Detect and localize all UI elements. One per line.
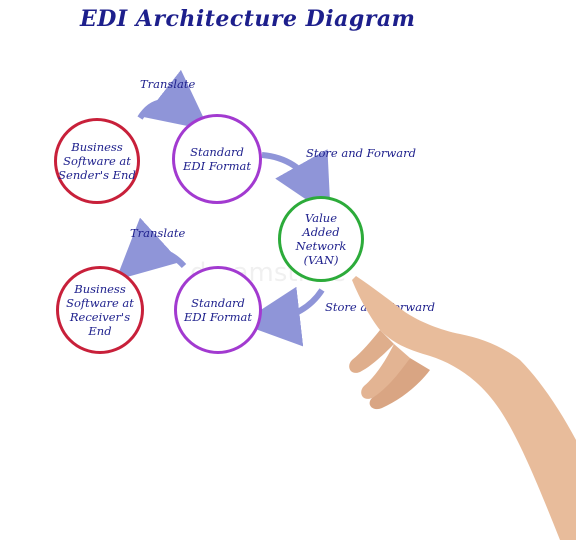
label-translate-bottom: Translate <box>130 226 186 240</box>
node-receiver-line3: Receiver's <box>69 310 131 324</box>
node-van-line3: (VAN) <box>303 253 339 267</box>
node-receiver-line2: Software at <box>66 296 134 310</box>
arrow-translate-bottom <box>115 217 187 281</box>
node-sender-line1: Business <box>71 140 123 154</box>
node-sender-software: Business Software at Sender's End <box>54 118 140 204</box>
node-receiver-software: Business Software at Receiver's End <box>56 266 144 354</box>
node-receiver-line4: End <box>88 324 112 338</box>
node-edi-bottom-line2: EDI Format <box>184 310 252 324</box>
node-receiver-line1: Business <box>74 282 126 296</box>
node-sender-line3: Sender's End <box>58 168 136 182</box>
arrow-store-forward-bottom <box>240 286 325 347</box>
node-sender-line2: Software at <box>63 154 131 168</box>
node-edi-format-top: Standard EDI Format <box>172 114 262 204</box>
node-edi-format-bottom: Standard EDI Format <box>174 266 262 354</box>
diagram-title: EDI Architecture Diagram <box>80 6 416 32</box>
node-edi-bottom-line1: Standard <box>191 296 245 310</box>
node-van: Value Added Network (VAN) <box>278 196 364 282</box>
arrow-store-forward-top <box>261 149 331 217</box>
node-van-line2: Added Network <box>295 225 347 253</box>
label-store-forward-top: Store and Forward <box>306 146 416 160</box>
node-van-line1: Value <box>305 211 337 225</box>
node-edi-top-line1: Standard <box>190 145 244 159</box>
arrow-translate-top <box>137 69 210 131</box>
node-edi-top-line2: EDI Format <box>183 159 251 173</box>
label-translate-top: Translate <box>140 77 196 91</box>
